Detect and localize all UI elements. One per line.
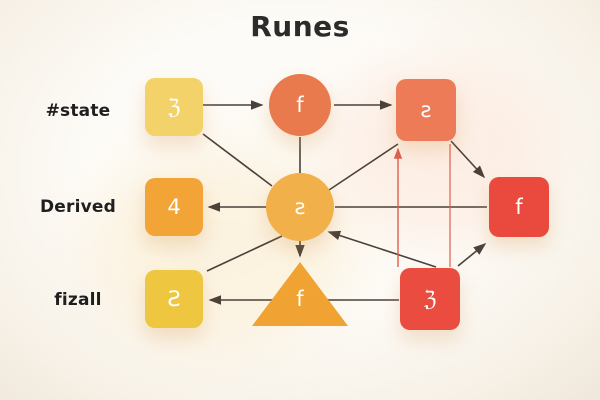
arrow-source-to-rightfn: [457, 242, 487, 267]
fn-glyph: f: [515, 194, 523, 219]
arrow-result-to-rightfn: [450, 140, 486, 179]
rune-glyph: ℨ: [423, 286, 437, 311]
page-title: Runes: [250, 10, 350, 43]
row-label-fizall: fizall: [54, 290, 102, 310]
fn-glyph: f: [296, 287, 304, 311]
node-derived-square: 4: [145, 178, 203, 236]
row-label-derived: Derived: [39, 197, 117, 217]
node-center-circle: ƨ: [266, 173, 334, 241]
line-center-to-effect: [206, 235, 283, 272]
node-fn-circle: f: [269, 74, 331, 136]
arrow-source-to-center: [327, 230, 437, 268]
rune-glyph: ℨ: [167, 94, 181, 119]
fn-glyph: f: [296, 92, 304, 117]
line-state-to-center: [202, 133, 273, 187]
node-rightfn-square: f: [489, 177, 549, 237]
node-result-square: ƨ: [396, 79, 456, 141]
row-label-state: #state: [45, 101, 111, 121]
rune-glyph: Ƨ: [167, 286, 181, 311]
line-center-to-result: [328, 143, 399, 191]
number-glyph: 4: [167, 194, 181, 219]
rune-glyph: ƨ: [420, 97, 432, 122]
node-source-square: ℨ: [400, 268, 460, 330]
node-effect-square: Ƨ: [145, 270, 203, 328]
node-state-square: ℨ: [145, 78, 203, 136]
rune-glyph: ƨ: [294, 194, 306, 219]
